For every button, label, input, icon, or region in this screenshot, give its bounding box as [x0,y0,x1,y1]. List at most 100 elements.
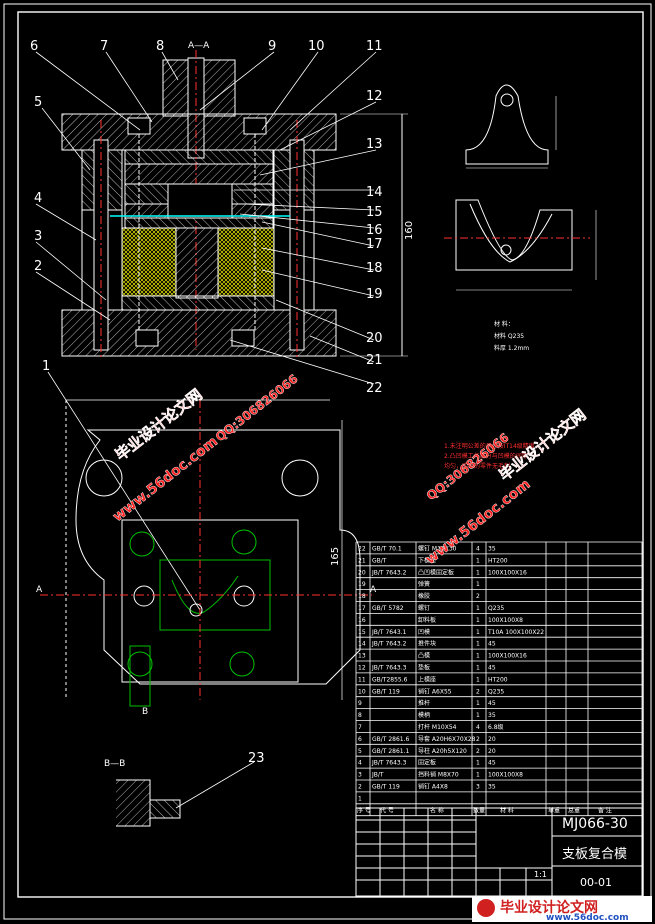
footer-logo-icon [477,899,495,917]
bom-cell-material: 100X100X8 [488,617,523,624]
part-label-5: 5 [34,95,42,110]
part-label-4: 4 [34,191,42,206]
bom-cell-name: 挡料销 M8X70 [418,771,459,779]
bom-cell-std: GB/T 70.1 [372,546,402,553]
part-label-22: 22 [366,381,383,396]
drawing-title: 支板复合模 [562,847,627,862]
bom-cell-qty: 1 [476,605,480,612]
bom-cell-qty: 1 [476,700,480,707]
dimension-plan: 165 [330,547,341,566]
part-label-10: 10 [308,39,325,54]
part-label-2: 2 [34,259,42,274]
part-label-7: 7 [100,39,108,54]
bom-cell-qty: 1 [476,653,480,660]
part-label-19: 19 [366,287,383,302]
bom-cell-std: JB/T 7643.2 [371,641,407,648]
bom-cell-no: 13 [358,653,366,660]
bom-cell-name: 模柄 [418,711,430,719]
bom-cell-qty: 1 [476,569,480,576]
bom-cell-qty: 3 [476,784,480,791]
bom-cell-no: 9 [358,700,362,707]
title-block [355,807,643,897]
bom-cell-material: 45 [488,665,496,672]
bom-cell-name: 上模座 [418,675,436,683]
bom-cell-std: GB/T2855.6 [372,676,408,683]
bom-cell-std: GB/T 119 [372,784,400,791]
footer-banner [472,896,652,922]
bom-cell-std: GB/T 119 [372,688,400,695]
bom-cell-qty: 2 [476,593,480,600]
bom-cell-no: 19 [358,581,366,588]
bom-cell-name: 推件块 [418,640,436,648]
bom-cell-name: 销钉 A6X55 [418,687,452,695]
bom-cell-name: 固定板 [418,759,436,767]
plan-view [40,399,372,707]
part-profile-view [465,84,557,169]
bom-cell-name: 销钉 A4X8 [418,783,448,791]
bom-cell-name: 垫板 [418,664,430,672]
bom-cell-material: T10A 100X100X22 [487,629,544,636]
bom-cell-std: JB/T 7643.3 [371,665,407,672]
part-labels: 6 7 8 9 10 11 5 12 13 14 4 15 16 3 17 2 … [30,39,383,766]
bom-cell-qty: 1 [476,676,480,683]
footer-banner-url: www.56doc.com [546,913,629,923]
section-aa-view [61,50,408,360]
tech-note-line: 2.凸凹模工作部分与凹模的间隙 [444,452,528,460]
bom-cell-no: 3 [358,772,362,779]
drawing-code: MJ066-30 [562,816,628,832]
part-label-23: 23 [248,751,265,766]
part-label-18: 18 [366,261,383,276]
bom-cell-no: 11 [358,676,366,683]
bom-cell-qty: 1 [476,581,480,588]
bom-cell-std: JB/T 7643.3 [371,760,407,767]
section-mark-b: B [142,707,148,717]
bom-cell-material: 100X100X16 [488,653,527,660]
bom-cell-material: 45 [488,760,496,767]
bom-header-note: 备 注 [598,806,612,814]
leader-lines [35,51,377,809]
tech-notes: 1.未注明公差的尺寸按IT14级精度 2.凸凹模工作部分与凹模的间隙 均匀，冲出… [444,442,535,470]
bom-cell-name: 凸凹模固定板 [418,568,454,576]
bom-cell-material: Q235 [488,605,504,612]
bom-cell-material: HT200 [488,557,508,564]
bom-cell-qty: 2 [476,736,480,743]
sheet-number: 00-01 [580,876,612,889]
section-bb-title: B—B [104,759,125,769]
bom-header-no: 序 号 [357,806,371,814]
bom-cell-qty: 4 [476,724,480,731]
part-label-8: 8 [156,39,164,54]
bom-cell-no: 6 [358,736,362,743]
bom-cell-no: 20 [358,569,366,576]
bom-cell-no: 5 [358,748,362,755]
bom-cell-material: 45 [488,700,496,707]
inner-frame [17,11,644,898]
part-label-20: 20 [366,331,383,346]
section-mark-a-left: A [36,585,43,595]
watermark-left: 毕业设计论文网 www.56doc.com QQ:306826066 [110,371,301,525]
bom-cell-material: 35 [488,546,496,553]
section-mark-a-right: A [370,585,377,595]
part-label-9: 9 [268,39,276,54]
bom-cell-name: 下模座 [418,556,436,564]
part-plan-view [444,199,597,291]
bom-cell-material: 20 [488,736,496,743]
bom-cell-name: 导套 A20H6X70X28 [418,735,476,743]
bom-cell-name: 导柱 A20h5X120 [418,747,467,755]
part-label-12: 12 [366,89,383,104]
part-notes: 材 料： 材料 Q235 料厚 1.2mm [494,320,529,352]
part-label-6: 6 [30,39,38,54]
bom-cell-no: 17 [358,605,366,612]
bom-cell-material: HT200 [488,676,508,683]
part-label-14: 14 [366,185,383,200]
footer-banner-name: 毕业设计论文网 [500,899,598,916]
bom-cell-no: 2 [358,784,362,791]
bom-cell-name: 螺钉 [418,604,430,612]
bom-cell-material: 6.8级 [488,723,504,731]
bom-cell-material: Q235 [488,688,504,695]
bom-header-name: 名 称 [430,806,444,814]
bom-cell-material: 45 [488,641,496,648]
dimension-height: 160 [404,221,415,240]
part-label-1: 1 [42,359,50,374]
tech-note-line: 均匀，冲出的零件无毛刺 [444,462,510,470]
